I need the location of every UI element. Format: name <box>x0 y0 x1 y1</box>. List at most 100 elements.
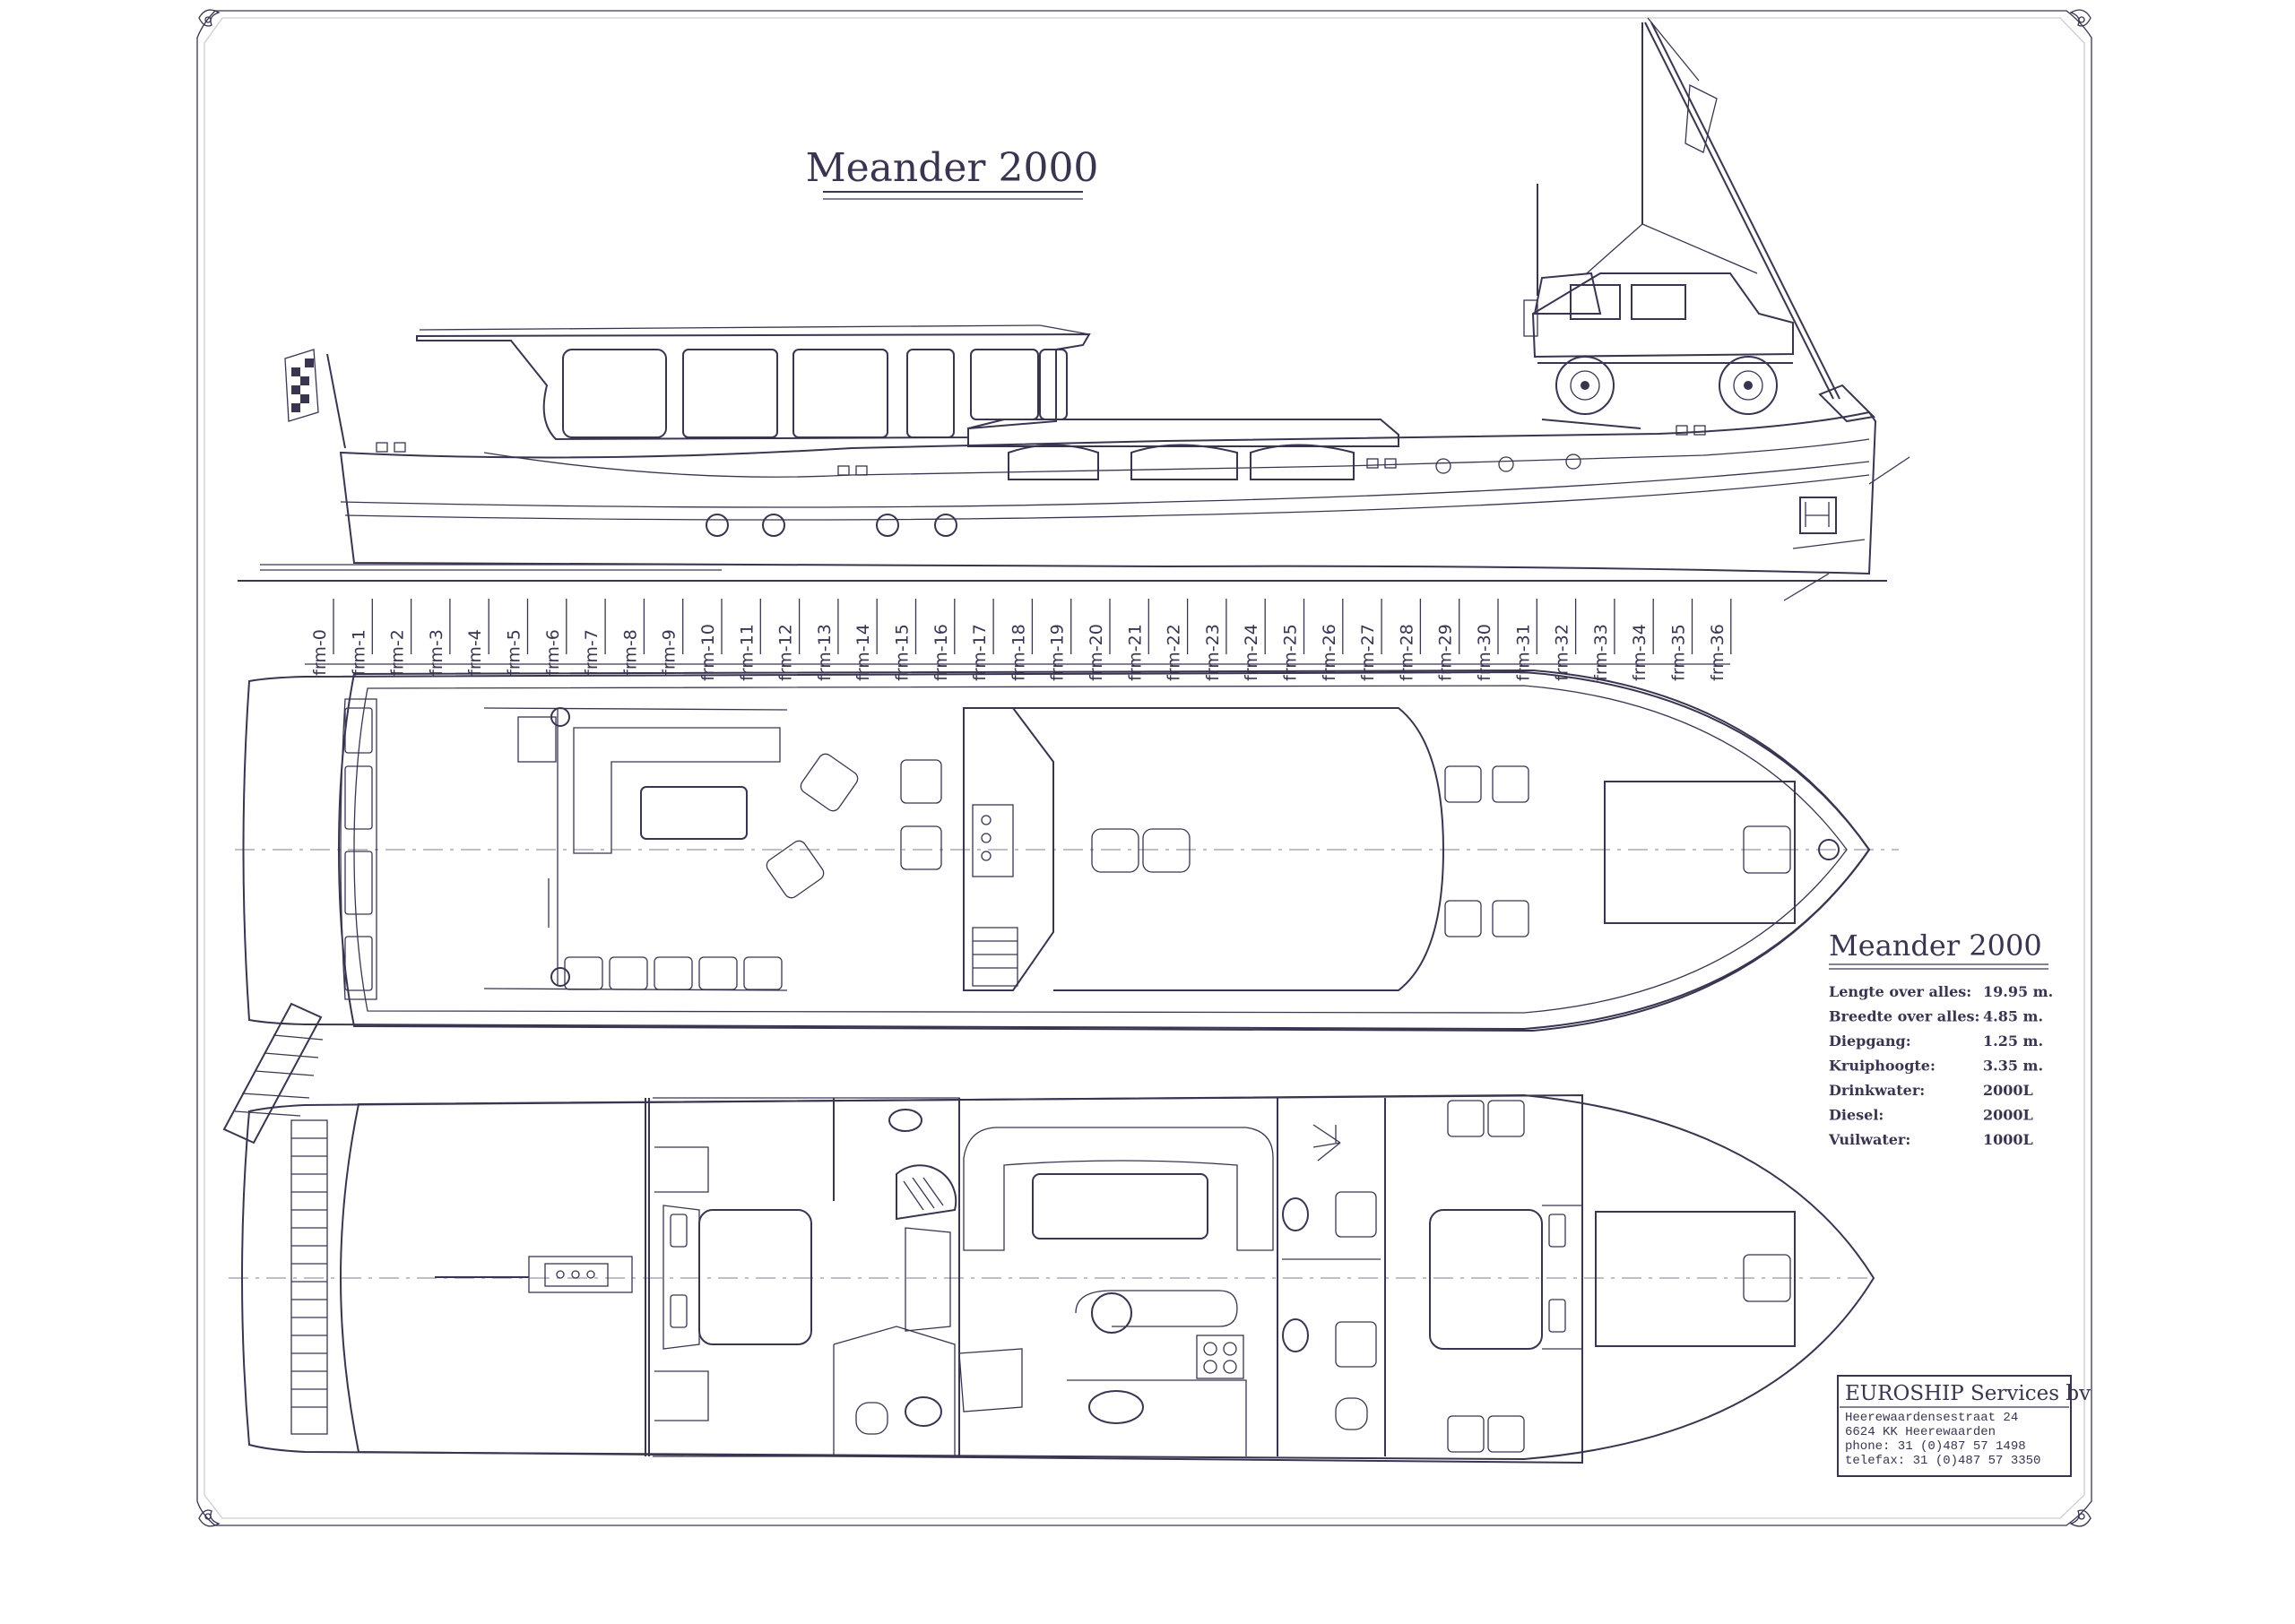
frame-label: frm-27 <box>1358 624 1378 681</box>
frame-label: frm-12 <box>776 624 796 681</box>
frame-label: frm-2 <box>388 629 408 676</box>
frame-label: frm-6 <box>543 629 563 676</box>
frame-label: frm-29 <box>1436 624 1456 681</box>
frame-label: frm-13 <box>815 624 835 681</box>
frame-label: frm-25 <box>1281 624 1301 681</box>
frame-label: frm-15 <box>893 624 913 681</box>
toilet-icon <box>855 1402 888 1435</box>
saloon-dining <box>958 1127 1274 1456</box>
spec-value: 1000L <box>1983 1131 2033 1148</box>
frame-label: frm-0 <box>310 629 330 676</box>
frame-label: frm-35 <box>1669 624 1689 681</box>
spec-value: 2000L <box>1983 1107 2033 1124</box>
forward-cabin <box>1429 1100 1583 1453</box>
frame-label: frm-21 <box>1125 624 1145 681</box>
frame-label: frm-28 <box>1397 624 1416 681</box>
frame-label: frm-34 <box>1630 624 1650 681</box>
spec-value: 4.85 m. <box>1983 1008 2043 1025</box>
sink-icon <box>888 1109 922 1132</box>
aft-seating <box>344 707 373 991</box>
frame-label: frm-20 <box>1087 624 1106 681</box>
car-crane <box>1537 17 1876 423</box>
frame-label: frm-18 <box>1009 624 1028 681</box>
lounge-sofa <box>573 727 781 854</box>
company-address-line: Heerewaardensestraat 24 <box>1845 1411 2018 1425</box>
corner-ornament-tr <box>2069 9 2091 27</box>
spec-label: Diepgang: <box>1829 1032 1911 1050</box>
side-windows <box>1008 444 1355 480</box>
spec-label: Vuilwater: <box>1828 1131 1910 1148</box>
company-name: EUROSHIP Services bv <box>1845 1382 2091 1405</box>
sheet-border <box>196 9 2092 1527</box>
spec-value: 19.95 m. <box>1983 983 2053 1000</box>
frame-label: frm-22 <box>1165 624 1184 681</box>
frame-label: frm-16 <box>931 624 951 681</box>
forward-bathrooms <box>1277 1098 1386 1456</box>
frame-label: frm-9 <box>660 629 680 676</box>
spec-label: Lengte over alles: <box>1829 983 1971 1000</box>
boarding-ladder <box>222 1002 324 1145</box>
spec-rows: Lengte over alles:19.95 m.Breedte over a… <box>1828 983 2053 1148</box>
aft-cabin <box>653 1097 960 1457</box>
deck-chairs <box>766 753 942 899</box>
frame-label: frm-31 <box>1513 624 1533 681</box>
company-address-line: 6624 KK Heerewaarden <box>1845 1425 1996 1439</box>
double-bed <box>698 1209 812 1345</box>
forepeak-storage <box>1595 1211 1796 1347</box>
spec-title: Meander 2000 <box>1829 929 2042 963</box>
helm-console <box>972 804 1014 877</box>
stern-flag-icon <box>284 349 346 449</box>
frame-label: frm-10 <box>698 624 718 681</box>
bow-logo-icon <box>1783 456 1910 601</box>
skylight-hatches <box>1091 765 1529 937</box>
frame-label: frm-36 <box>1708 624 1728 681</box>
corner-ornament-br <box>2069 1509 2091 1527</box>
portholes <box>706 514 957 537</box>
jeep-icon <box>1523 272 1794 429</box>
spec-label: Drinkwater: <box>1829 1082 1925 1099</box>
swim-platform <box>290 1119 328 1435</box>
spec-label: Diesel: <box>1829 1107 1884 1124</box>
specifications-block: Meander 2000 Lengte over alles:19.95 m.B… <box>1828 929 2053 1148</box>
frame-label: frm-17 <box>970 624 990 681</box>
frame-label: frm-8 <box>620 629 640 676</box>
accommodation-plan-view <box>229 1093 1875 1464</box>
spiral-stair-icon <box>896 1164 957 1221</box>
frame-label: frm-14 <box>853 624 873 681</box>
stove-icon <box>1196 1335 1244 1379</box>
frame-label: frm-32 <box>1553 624 1572 681</box>
cabin-windows <box>562 349 1068 438</box>
frame-ruler: frm-0 frm-1 frm-2 frm-3 frm-4 frm-5 frm-6 frm-7… <box>305 599 1732 681</box>
company-address-line: phone: 31 (0)487 57 1498 <box>1845 1439 2026 1454</box>
lounge-table <box>640 786 748 840</box>
frame-label: frm-5 <box>505 629 524 676</box>
forward-double-bed <box>1429 1209 1543 1350</box>
hull-outline-deck <box>242 670 1871 1031</box>
engine-icon <box>435 1256 633 1293</box>
main-title: Meander 2000 <box>806 145 1099 191</box>
central-stair-and-bath <box>833 1098 960 1456</box>
round-table-icon <box>1091 1292 1132 1334</box>
deck-fittings <box>376 425 1706 476</box>
frame-label: frm-3 <box>427 629 446 676</box>
spec-value: 2000L <box>1983 1082 2033 1099</box>
deck-plan-view <box>222 669 1899 1145</box>
frame-label: frm-26 <box>1320 624 1339 681</box>
spec-value: 3.35 m. <box>1983 1058 2043 1075</box>
frame-label: frm-11 <box>737 624 757 681</box>
shell-sink-icon <box>1088 1390 1144 1424</box>
main-title-block: Meander 2000 <box>806 145 1099 200</box>
frame-label: frm-7 <box>582 629 602 676</box>
spec-value: 1.25 m. <box>1983 1032 2043 1050</box>
frame-label: frm-24 <box>1242 624 1261 681</box>
frame-label: frm-1 <box>349 629 368 676</box>
aft-bench-seats <box>564 956 783 990</box>
cabin-superstructure <box>416 333 1091 441</box>
frame-label: frm-30 <box>1475 624 1494 681</box>
company-address-line: telefax: 31 (0)487 57 3350 <box>1845 1454 2040 1468</box>
frame-label: frm-4 <box>465 629 485 676</box>
dining-table <box>1032 1173 1208 1240</box>
spec-label: Kruiphoogte: <box>1829 1058 1936 1075</box>
